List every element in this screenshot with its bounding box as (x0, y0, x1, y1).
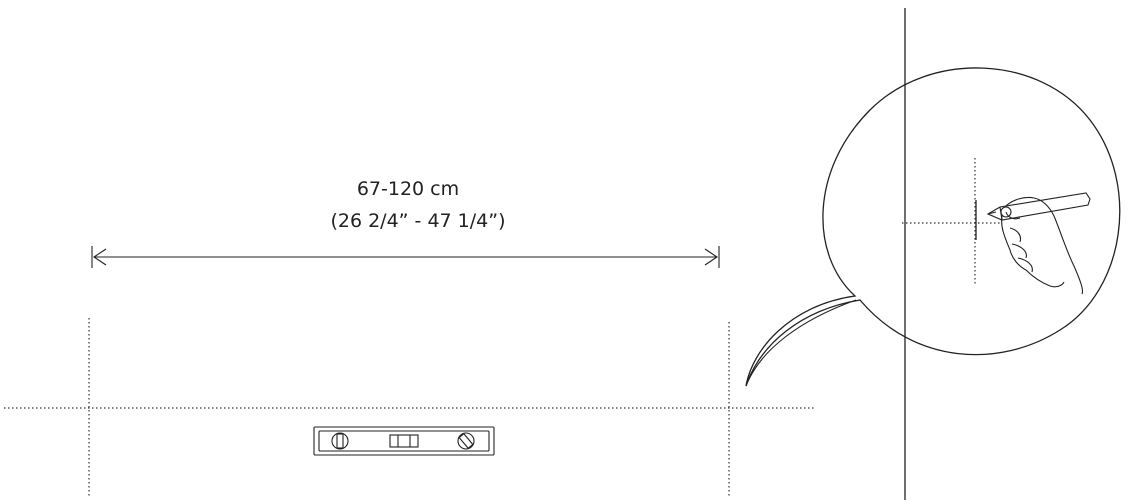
pencil-mark-crosshair (902, 158, 1000, 285)
spirit-level-icon (313, 426, 495, 456)
magnifier-callout-bubble (745, 67, 1121, 387)
hand-with-pencil-icon (986, 192, 1091, 295)
dimension-metric-label: 67-120 cm (357, 178, 459, 200)
dimension-arrow (91, 246, 720, 268)
dimension-imperial-label: (26 2/4” - 47 1/4”) (330, 210, 505, 232)
